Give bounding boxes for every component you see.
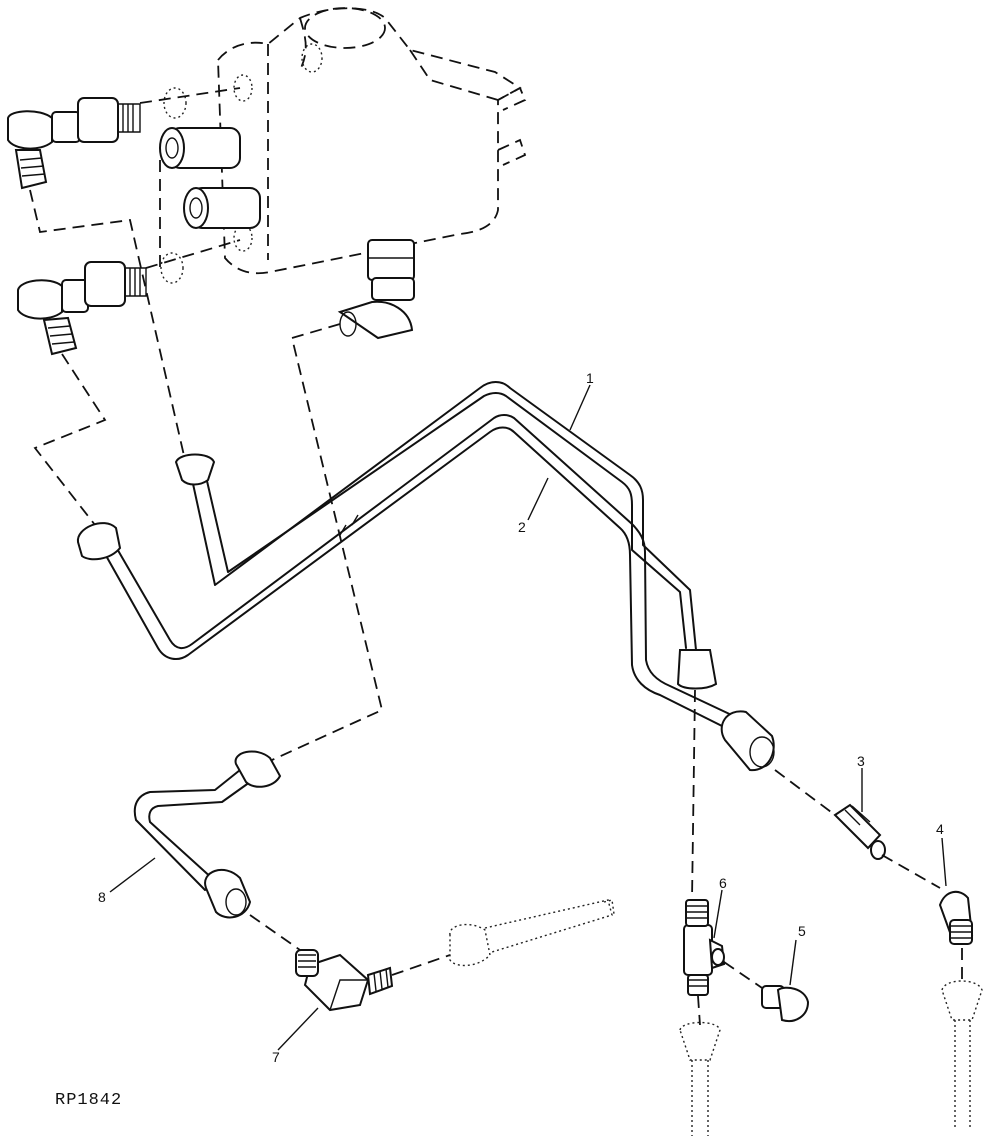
valve-port-upper [159,127,241,169]
flow-line-6-to-plug5 [723,961,766,991]
elbow-fitting-7 [295,949,394,1012]
flow-line-lower-port [145,239,241,269]
callout-2: 2 [518,519,526,535]
valve-port-lower [183,187,261,229]
plug-5 [761,985,810,1022]
flow-line-tee-to-hose [697,995,701,1026]
callout-8: 8 [98,889,106,905]
leader-4 [941,837,947,887]
leader-2 [527,477,549,521]
figure-reference-code: RP1842 [55,1091,122,1110]
leader-1 [569,384,591,431]
reference-hose-bottom [679,1021,721,1136]
flow-line-upper-elbow-to-pipe [29,189,186,461]
adapter-fitting-3 [833,803,886,860]
lower-o-ring [160,252,184,284]
leader-8 [109,857,156,893]
reference-hose-left [449,899,615,967]
flow-line-3-to-elbow4 [881,854,941,889]
leader-7 [277,1007,319,1051]
callout-5: 5 [798,923,806,939]
callout-7: 7 [272,1049,280,1065]
flow-line-side-elbow-to-line8 [271,323,384,761]
hydraulic-line-1 [174,381,718,690]
lower-elbow-fitting [17,261,147,356]
upper-elbow-fitting [7,97,141,190]
hydraulic-line-2 [77,414,775,772]
flow-line-2-to-adapter3 [774,769,836,816]
control-valve-body [159,7,527,301]
valve-bottom-fitting [367,239,415,301]
hydraulic-line-8 [133,750,282,919]
callout-6: 6 [719,875,727,891]
flow-line-7-to-sensor [391,954,451,976]
flow-line-upper-port [139,87,241,104]
tee-fitting-6 [683,899,726,996]
upper-o-ring [163,87,187,119]
line-2-end-nut [720,710,775,772]
flow-line-lower-elbow-to-pipe [33,353,107,526]
callout-3: 3 [857,753,865,769]
flow-line-8-to-elbow7 [249,914,301,951]
leader-5 [789,939,797,986]
elbow-fitting-4 [938,890,974,945]
flow-line-1-to-tee6 [691,689,696,901]
reference-hose-right [941,980,983,1130]
leader-6 [713,889,723,939]
callout-1: 1 [586,370,594,386]
callout-4: 4 [936,821,944,837]
line-8-end-nut [204,868,252,919]
valve-side-elbow [337,300,414,340]
